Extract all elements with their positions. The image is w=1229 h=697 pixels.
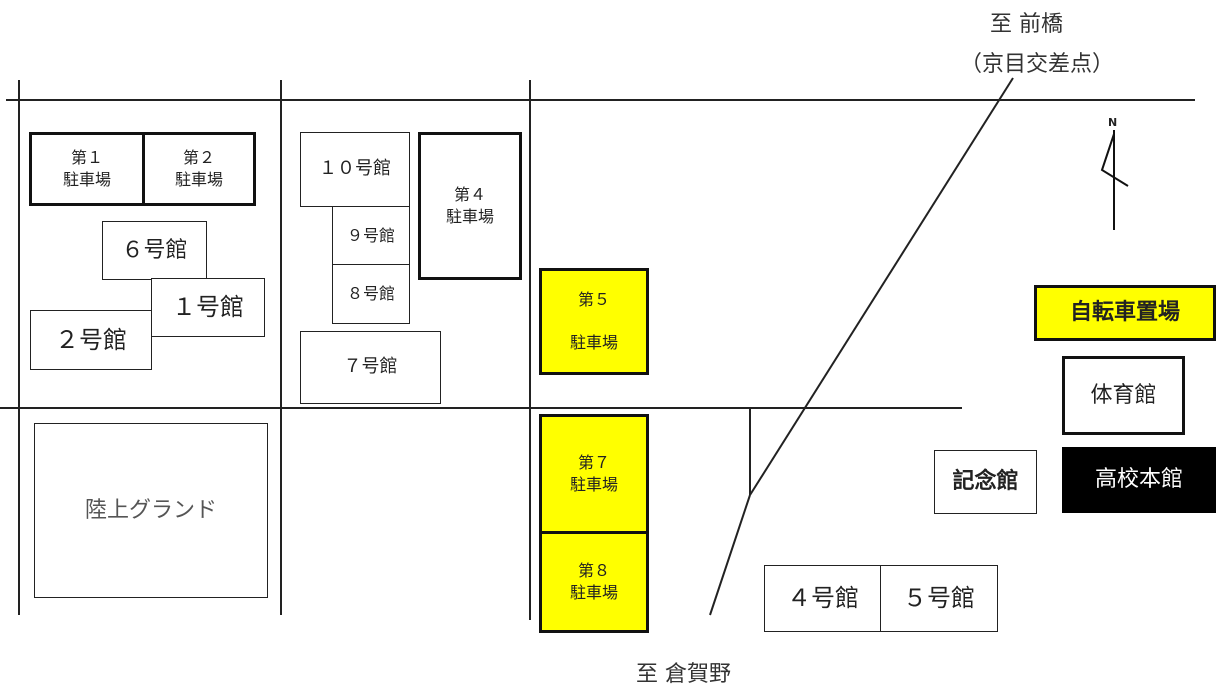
memorial-hall[interactable]: 記念館: [934, 450, 1037, 514]
gymnasium-label: 体育館: [1090, 382, 1157, 408]
parking-1-label: 第１ 駐車場: [62, 148, 111, 189]
building-5[interactable]: ５号館: [880, 565, 998, 632]
building-6[interactable]: ６号館: [102, 221, 207, 280]
parking-5-label: 第５ 駐車場: [569, 290, 618, 353]
building-2-label: ２号館: [55, 325, 127, 354]
compass-icon: [1100, 130, 1129, 230]
gymnasium[interactable]: 体育館: [1062, 356, 1185, 435]
parking-4[interactable]: 第４ 駐車場: [418, 132, 522, 280]
building-9-label: ９号館: [346, 225, 395, 245]
parking-1[interactable]: 第１ 駐車場: [29, 132, 145, 206]
north-destination: 至 前橋: [990, 12, 1063, 37]
high-school-main-building-label: 高校本館: [1094, 467, 1183, 493]
building-6-label: ６号館: [121, 237, 188, 263]
parking-8[interactable]: 第８ 駐車場: [539, 531, 649, 633]
building-1-label: １号館: [172, 293, 244, 322]
parking-2-label: 第２ 駐車場: [174, 148, 223, 189]
building-1[interactable]: １号館: [151, 278, 265, 337]
north-destination-sub: （京目交差点）: [960, 52, 1115, 77]
building-7[interactable]: ７号館: [300, 331, 441, 404]
parking-4-label: 第４ 駐車場: [445, 185, 494, 226]
memorial-hall-label: 記念館: [952, 469, 1019, 495]
building-2[interactable]: ２号館: [30, 310, 152, 370]
building-5-label: ５号館: [903, 584, 975, 613]
building-10-label: １０号館: [319, 158, 391, 180]
bicycle-parking-label: 自転車置場: [1069, 300, 1180, 326]
building-4-label: ４号館: [787, 584, 859, 613]
building-10[interactable]: １０号館: [300, 132, 410, 207]
parking-2[interactable]: 第２ 駐車場: [142, 132, 256, 206]
track-ground[interactable]: 陸上グランド: [34, 423, 268, 598]
track-ground-label: 陸上グランド: [84, 497, 217, 523]
building-4[interactable]: ４号館: [764, 565, 882, 632]
building-8[interactable]: ８号館: [332, 264, 410, 324]
building-9[interactable]: ９号館: [332, 206, 410, 265]
high-school-main-building[interactable]: 高校本館: [1062, 447, 1216, 513]
parking-7-label: 第７ 駐車場: [569, 453, 618, 494]
building-7-label: ７号館: [343, 356, 398, 378]
parking-8-label: 第８ 駐車場: [569, 561, 618, 602]
south-destination: 至 倉賀野: [636, 662, 731, 687]
building-8-label: ８号館: [346, 284, 395, 304]
parking-5[interactable]: 第５ 駐車場: [539, 268, 649, 375]
compass-north-label: N: [1108, 116, 1118, 129]
parking-7[interactable]: 第７ 駐車場: [539, 414, 649, 534]
bicycle-parking[interactable]: 自転車置場: [1034, 285, 1216, 341]
